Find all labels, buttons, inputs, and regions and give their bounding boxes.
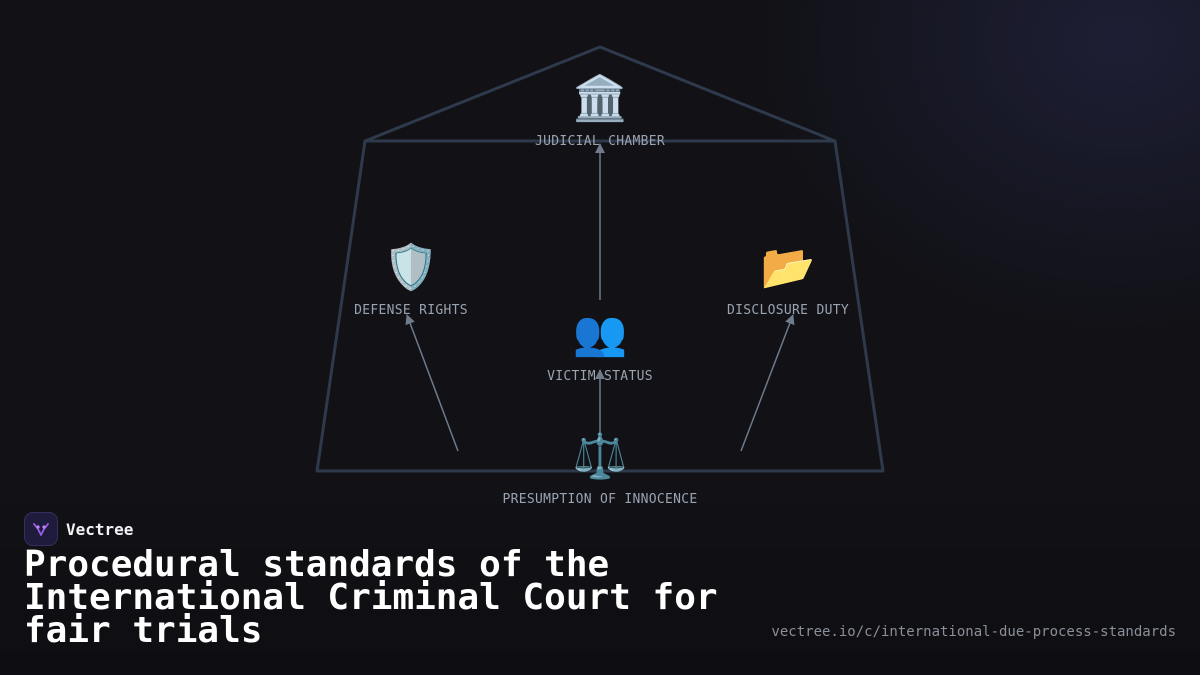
arrow-presumption-to-disclosure-duty [740, 314, 795, 452]
node-defense-rights: 🛡️ DEFENSE RIGHTS [291, 242, 531, 319]
node-judicial-chamber: 🏛️ JUDICIAL CHAMBER [480, 73, 720, 150]
people-icon: 👥 [572, 308, 628, 359]
brand: Vectree [24, 512, 133, 546]
open-folder-icon: 📂 [760, 242, 816, 293]
shield-icon: 🛡️ [383, 242, 439, 293]
page-url: vectree.io/c/international-due-process-s… [771, 624, 1176, 640]
node-disclosure-duty: 📂 DISCLOSURE DUTY [668, 242, 908, 319]
arrow-presumption-to-defense-rights [405, 314, 459, 452]
node-presumption-of-innocence: ⚖️ PRESUMPTION OF INNOCENCE [480, 431, 720, 508]
classical-building-icon: 🏛️ [572, 73, 628, 124]
page-title: Procedural standards of the Internationa… [24, 544, 718, 651]
node-label-judicial-chamber: JUDICIAL CHAMBER [534, 134, 666, 149]
roof-outline [364, 45, 836, 143]
brand-name: Vectree [66, 519, 134, 539]
node-label-presumption-of-innocence: PRESUMPTION OF INNOCENCE [502, 492, 698, 507]
vectree-logo-mark [33, 523, 49, 536]
node-label-disclosure-duty: DISCLOSURE DUTY [727, 303, 849, 318]
vectree-logo-icon [24, 512, 58, 546]
node-victim-status: 👥 VICTIM STATUS [480, 308, 720, 385]
building-body-outline [315, 139, 885, 473]
node-label-victim-status: VICTIM STATUS [547, 369, 653, 384]
node-label-defense-rights: DEFENSE RIGHTS [354, 303, 468, 318]
edge-arrows [405, 143, 795, 452]
building-outline [315, 45, 885, 473]
balance-scale-icon: ⚖️ [572, 431, 628, 482]
